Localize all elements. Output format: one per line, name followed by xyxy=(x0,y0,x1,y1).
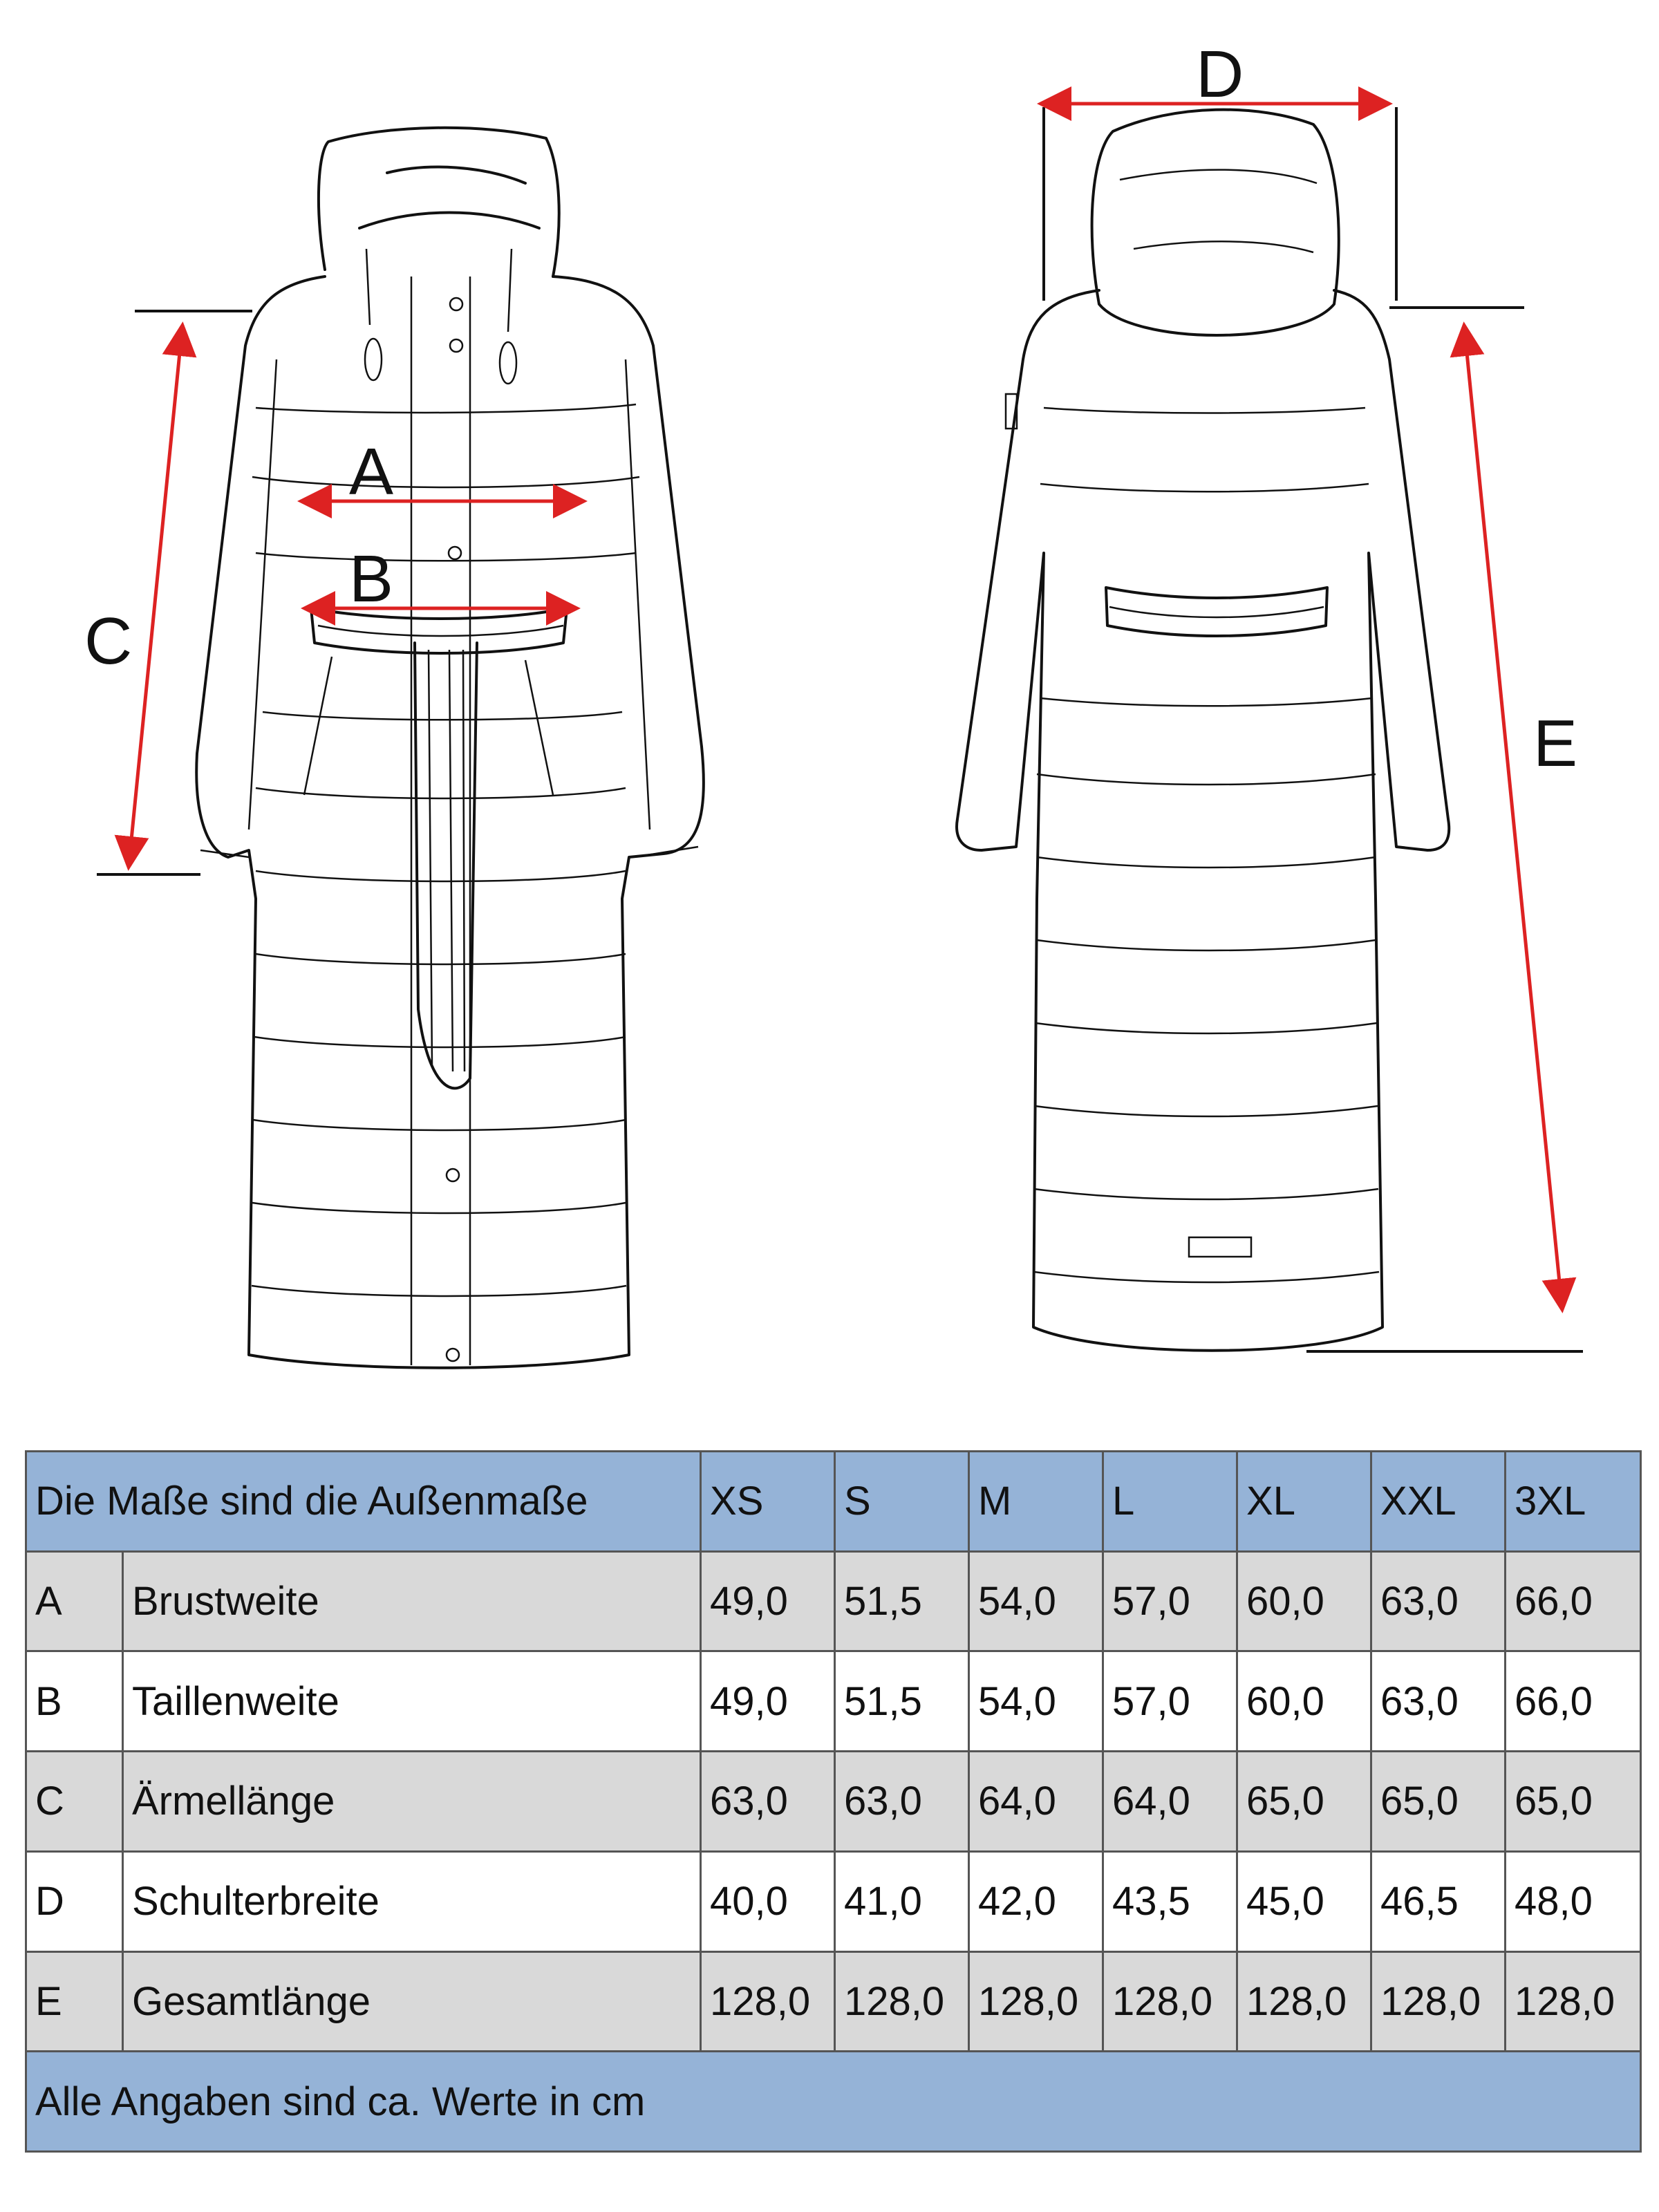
table-cell: 42,0 xyxy=(968,1850,1105,1953)
table-cell: 63,0 xyxy=(1370,1650,1507,1753)
table-cell: 57,0 xyxy=(1102,1650,1239,1753)
table-cell: 66,0 xyxy=(1504,1650,1642,1753)
measurement-guides xyxy=(97,86,1583,1353)
size-header-s: S xyxy=(834,1450,971,1553)
table-cell: 128,0 xyxy=(1236,1950,1373,2053)
back-coat-drawing xyxy=(955,108,1451,1352)
label-e: E xyxy=(1533,706,1577,780)
row-name: Schulterbreite xyxy=(121,1850,702,1953)
row-key: C xyxy=(25,1750,124,1853)
row-name: Ärmellänge xyxy=(121,1750,702,1853)
table-title: Die Maße sind die Außenmaße xyxy=(24,1450,702,1553)
table-footer-row: Alle Angaben sind ca. Werte in cm xyxy=(24,2050,1642,2153)
table-cell: 41,0 xyxy=(834,1850,971,1953)
row-name: Brustweite xyxy=(121,1550,702,1653)
table-row: A Brustweite 49,0 51,5 54,0 57,0 60,0 63… xyxy=(25,1550,1642,1653)
table-cell: 45,0 xyxy=(1236,1850,1373,1953)
table-cell: 57,0 xyxy=(1102,1550,1239,1653)
size-header-3xl: 3XL xyxy=(1504,1450,1642,1553)
row-name: Taillenweite xyxy=(121,1650,702,1753)
table-cell: 51,5 xyxy=(834,1650,971,1753)
size-header-xxl: XXL xyxy=(1370,1450,1507,1553)
size-table: Die Maße sind die Außenmaße XS S M L XL … xyxy=(24,1450,1642,2153)
row-key: D xyxy=(25,1850,124,1953)
table-cell: 128,0 xyxy=(700,1950,836,2053)
table-row: E Gesamtlänge 128,0 128,0 128,0 128,0 12… xyxy=(25,1950,1642,2053)
table-cell: 65,0 xyxy=(1236,1750,1373,1853)
table-cell: 48,0 xyxy=(1504,1850,1642,1953)
table-cell: 63,0 xyxy=(834,1750,971,1853)
table-cell: 66,0 xyxy=(1504,1550,1642,1653)
table-cell: 128,0 xyxy=(1370,1950,1507,2053)
table-cell: 64,0 xyxy=(968,1750,1105,1853)
table-cell: 65,0 xyxy=(1370,1750,1507,1853)
table-row: B Taillenweite 49,0 51,5 54,0 57,0 60,0 … xyxy=(25,1650,1642,1753)
table-cell: 128,0 xyxy=(1102,1950,1239,2053)
table-cell: 60,0 xyxy=(1236,1650,1373,1753)
size-header-m: M xyxy=(968,1450,1105,1553)
table-cell: 49,0 xyxy=(700,1650,836,1753)
label-d: D xyxy=(1196,37,1244,111)
label-a: A xyxy=(349,435,393,509)
size-header-xl: XL xyxy=(1236,1450,1373,1553)
size-header-l: L xyxy=(1102,1450,1239,1553)
table-footer-note: Alle Angaben sind ca. Werte in cm xyxy=(24,2050,1642,2153)
row-key: A xyxy=(25,1550,124,1653)
table-cell: 63,0 xyxy=(1370,1550,1507,1653)
table-cell: 128,0 xyxy=(1504,1950,1642,2053)
size-header-xs: XS xyxy=(700,1450,836,1553)
coat-measurement-diagram: A B C D E xyxy=(84,37,1583,1369)
table-cell: 54,0 xyxy=(968,1650,1105,1753)
row-key: B xyxy=(25,1650,124,1753)
label-c: C xyxy=(84,604,132,678)
table-header-row: Die Maße sind die Außenmaße XS S M L XL … xyxy=(24,1450,1642,1553)
table-cell: 60,0 xyxy=(1236,1550,1373,1653)
table-cell: 40,0 xyxy=(700,1850,836,1953)
table-cell: 64,0 xyxy=(1102,1750,1239,1853)
label-b: B xyxy=(349,542,393,616)
table-cell: 43,5 xyxy=(1102,1850,1239,1953)
table-cell: 51,5 xyxy=(834,1550,971,1653)
table-cell: 128,0 xyxy=(968,1950,1105,2053)
table-cell: 49,0 xyxy=(700,1550,836,1653)
row-name: Gesamtlänge xyxy=(121,1950,702,2053)
front-coat-drawing xyxy=(195,126,705,1369)
coat-illustrations: A B C D E xyxy=(84,37,1583,1369)
table-cell: 46,5 xyxy=(1370,1850,1507,1953)
table-row: D Schulterbreite 40,0 41,0 42,0 43,5 45,… xyxy=(25,1850,1642,1953)
table-row: C Ärmellänge 63,0 63,0 64,0 64,0 65,0 65… xyxy=(25,1750,1642,1853)
row-key: E xyxy=(25,1950,124,2053)
table-cell: 128,0 xyxy=(834,1950,971,2053)
table-cell: 63,0 xyxy=(700,1750,836,1853)
table-cell: 65,0 xyxy=(1504,1750,1642,1853)
table-cell: 54,0 xyxy=(968,1550,1105,1653)
